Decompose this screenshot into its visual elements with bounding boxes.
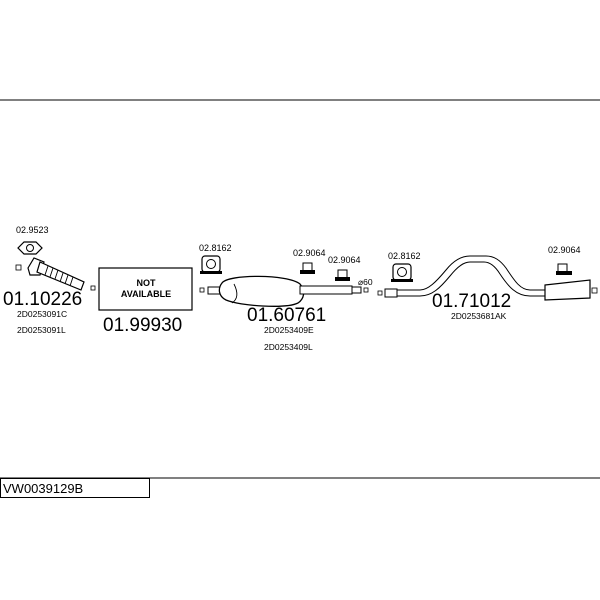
center-silencer-part-number: 01.60761 <box>247 305 326 326</box>
rubber-ring-icon[interactable] <box>335 269 350 281</box>
hanger-a-label: 02.8162 <box>199 243 232 253</box>
front-pipe-ref-2: 2D0253091L <box>17 325 66 335</box>
front-pipe[interactable] <box>15 257 96 291</box>
rubber-ring-icon[interactable] <box>556 263 572 275</box>
rubber-hanger-icon[interactable] <box>391 263 413 282</box>
center-silencer[interactable] <box>199 275 369 307</box>
hanger-e-label: 02.9064 <box>548 245 581 255</box>
rear-pipe-ref-1: 2D0253681AK <box>451 311 507 321</box>
hanger-d-label: 02.8162 <box>388 251 421 261</box>
gasket-label: 02.9523 <box>16 225 49 235</box>
not-available-part-number: 01.99930 <box>103 315 182 336</box>
rear-pipe[interactable] <box>377 255 598 301</box>
rear-pipe-part-number: 01.71012 <box>432 291 511 312</box>
hanger-b-label: 02.9064 <box>293 248 326 258</box>
hanger-c-label: 02.9064 <box>328 255 361 265</box>
diagram-code: VW0039129B <box>3 481 84 496</box>
diagram-code-box: VW0039129B <box>0 478 150 498</box>
rubber-ring-icon[interactable] <box>300 262 315 274</box>
not-available-line-2: AVAILABLE <box>121 289 171 299</box>
front-pipe-ref-1: 2D0253091C <box>17 309 67 319</box>
center-silencer-ref-2: 2D0253409L <box>264 342 313 352</box>
not-available-line-1: NOT <box>137 278 157 288</box>
diameter-label: ⌀60 <box>358 277 373 287</box>
center-silencer-ref-1: 2D0253409E <box>264 325 314 335</box>
not-available-box: NOT AVAILABLE <box>98 267 193 311</box>
gasket-icon[interactable] <box>17 241 43 255</box>
rubber-hanger-icon[interactable] <box>200 255 222 274</box>
front-pipe-part-number: 01.10226 <box>3 289 82 310</box>
